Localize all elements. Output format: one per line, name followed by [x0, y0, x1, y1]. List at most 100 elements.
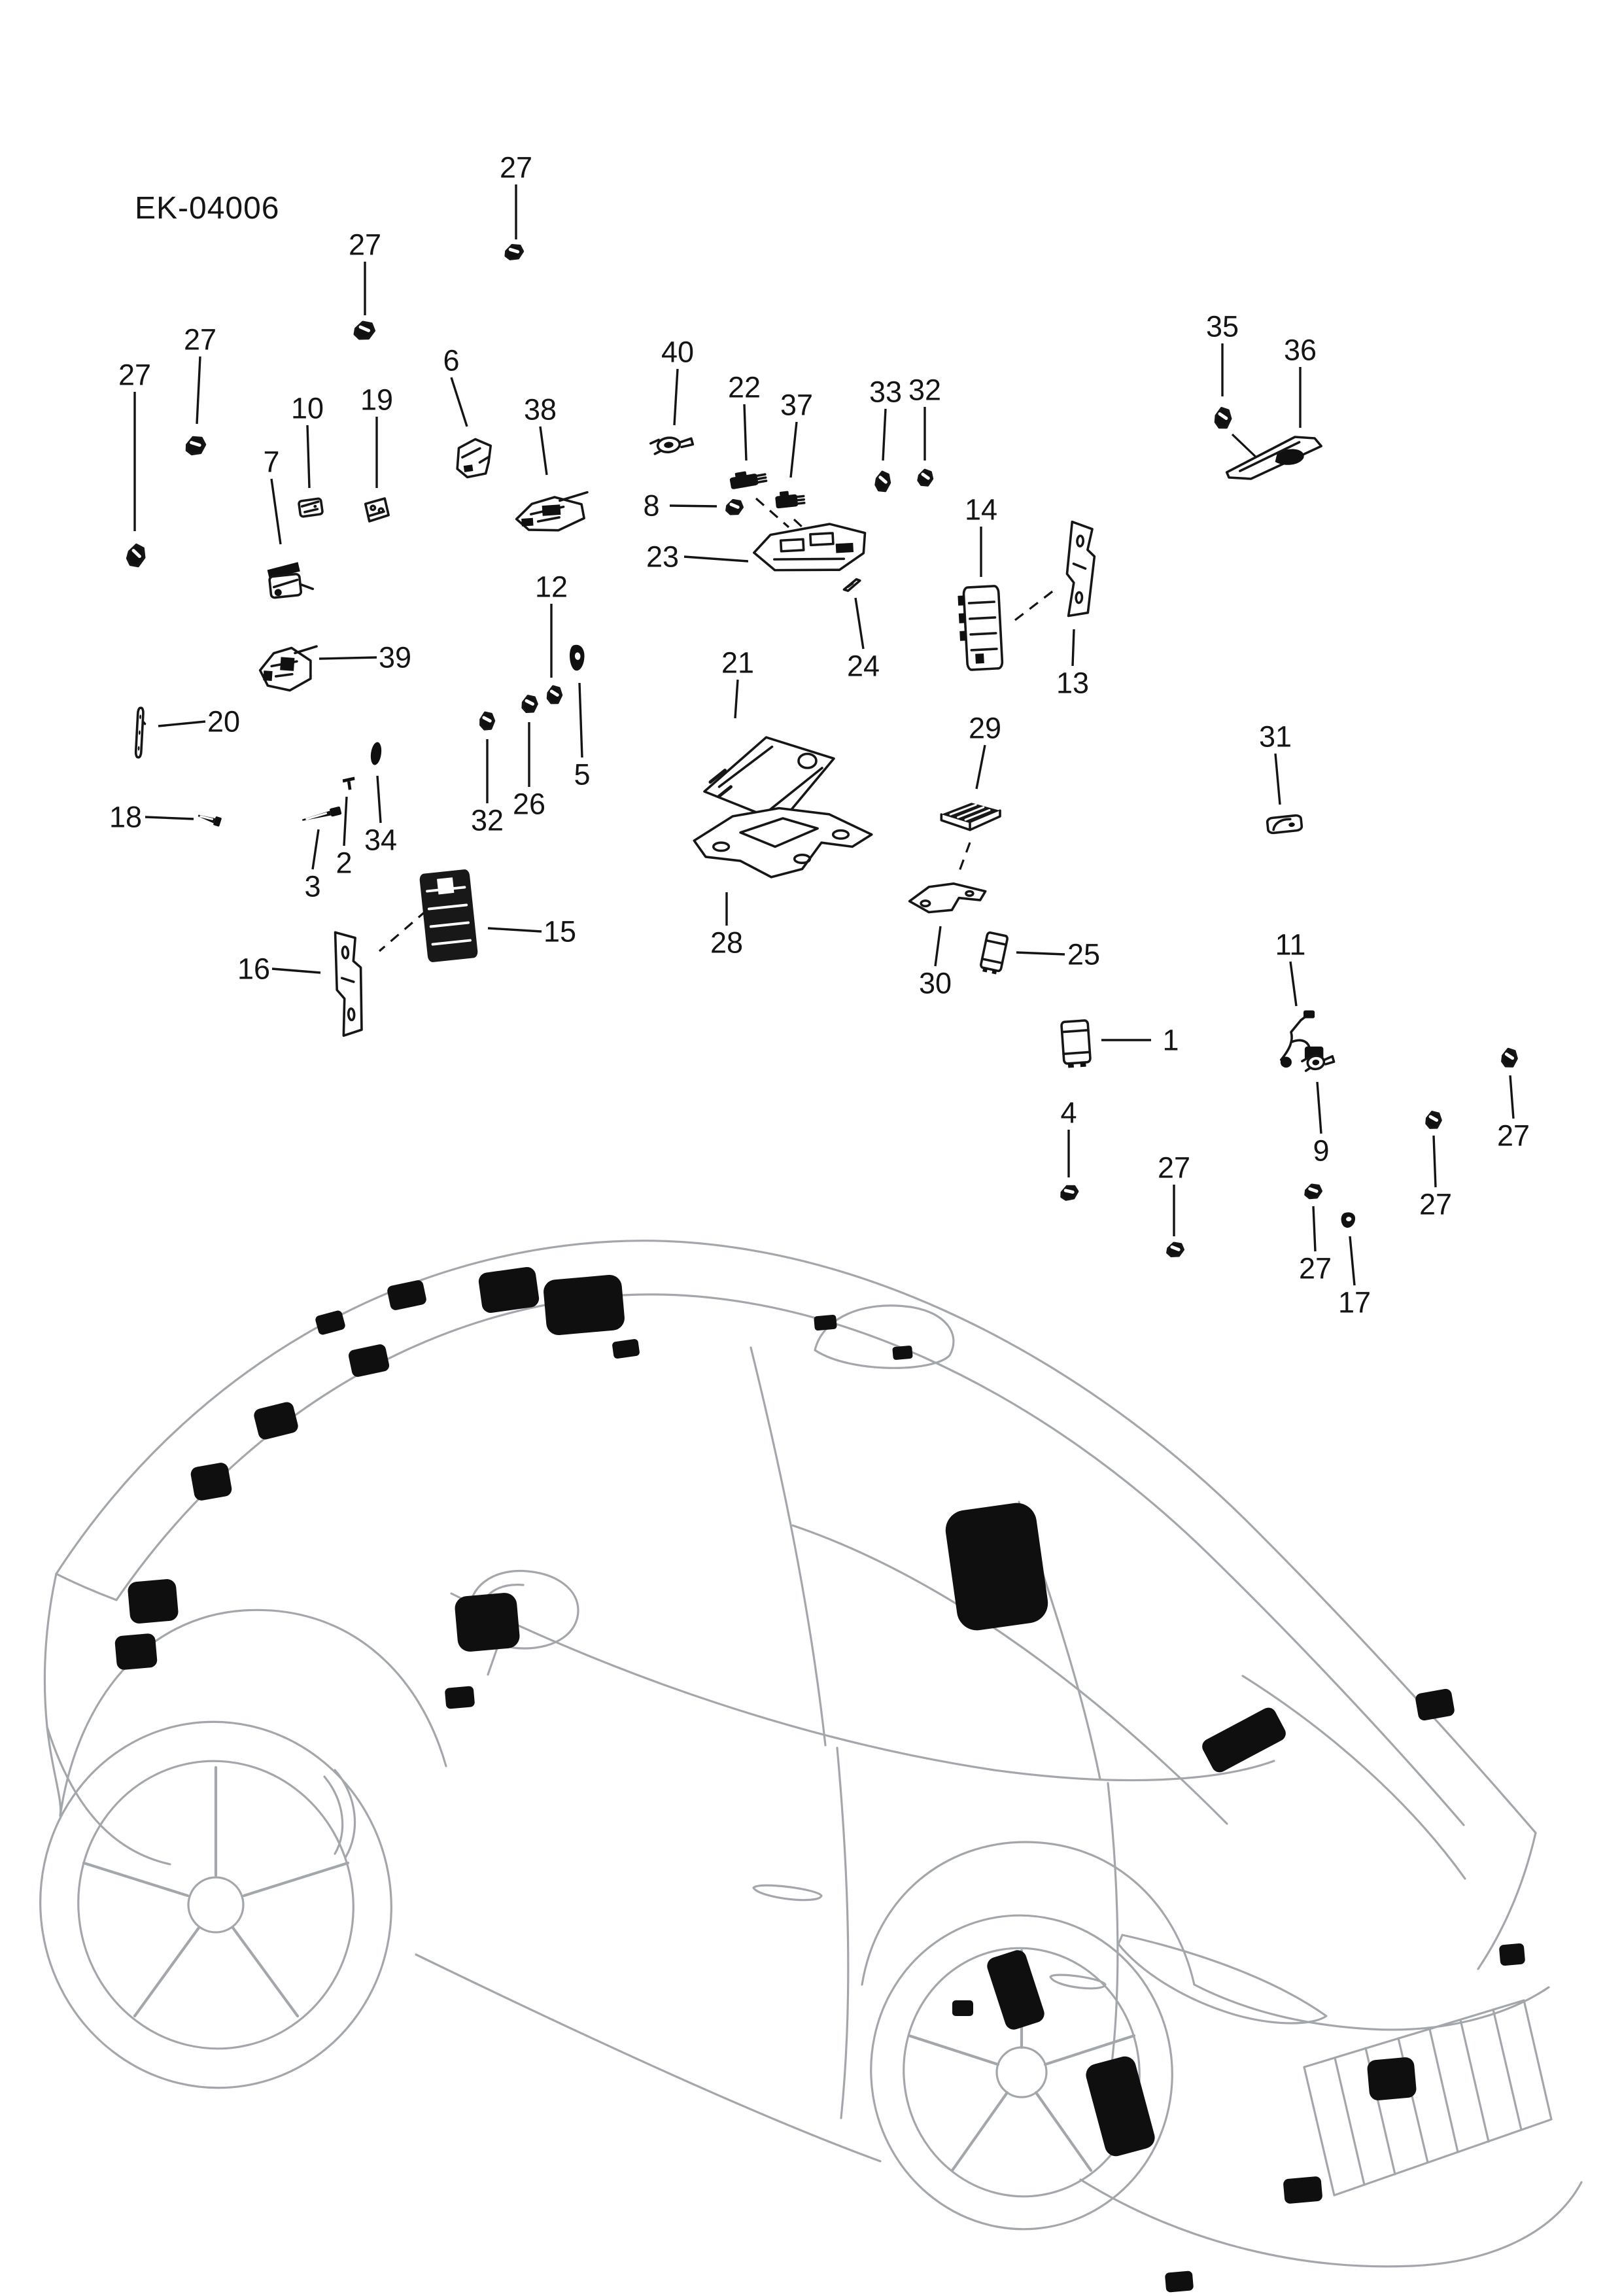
leader-line — [854, 597, 865, 650]
mounted-component — [814, 1314, 837, 1331]
mounted-component — [387, 1280, 426, 1310]
car-roofline — [55, 1240, 1537, 1834]
callout-13: 13 — [1056, 521, 1096, 700]
part-number-label: 37 — [780, 389, 813, 422]
callout-15: 15 — [419, 869, 576, 962]
leader-line — [306, 425, 311, 489]
strip-icon — [135, 708, 146, 757]
bracket-v-icon — [333, 931, 366, 1036]
clip-icon — [876, 472, 889, 491]
mounted-components — [114, 1266, 1525, 2293]
callout-38: 38 — [515, 393, 589, 534]
car-front-face — [43, 1573, 62, 1817]
callout-37: 37 — [775, 389, 813, 509]
part-number-label: 12 — [535, 570, 568, 604]
clip-icon — [1502, 1049, 1517, 1067]
clip-icon — [1166, 1242, 1184, 1257]
part-number-label: 28 — [710, 926, 743, 960]
mirror-icon — [1227, 437, 1321, 479]
leader-line — [539, 426, 548, 476]
part-number-label: 1 — [1162, 1024, 1179, 1057]
connector-icon — [729, 471, 767, 489]
part-number-label: 11 — [1275, 928, 1306, 962]
part-number-label: 9 — [1313, 1134, 1329, 1168]
part-number-label: 39 — [379, 641, 411, 674]
car-diffuser-frame — [1303, 1999, 1553, 2197]
callout-21: 21 — [704, 646, 834, 822]
mounted-component — [945, 1503, 1048, 1631]
callout-8: 8 — [643, 489, 743, 523]
clip-icon — [918, 470, 932, 485]
leader-line — [1432, 1135, 1437, 1188]
leader-line — [196, 356, 201, 425]
mounted-component — [1367, 2057, 1417, 2100]
clip-icon — [1425, 1111, 1441, 1129]
leader-line — [1349, 1236, 1356, 1286]
callout-12: 12 — [535, 570, 568, 704]
assembly-link-line — [1014, 589, 1055, 621]
bracket-lg-icon — [753, 522, 867, 574]
part-number-label: 25 — [1067, 938, 1100, 971]
callout-17: 17 — [1338, 1212, 1371, 1319]
bracket-v-icon — [1065, 521, 1096, 617]
part-number-label: 8 — [643, 489, 659, 523]
callout-25: 25 — [980, 932, 1100, 975]
blade-icon — [843, 579, 861, 591]
part-number-label: 5 — [574, 758, 590, 791]
car-rocker — [415, 1953, 882, 2163]
part-number-label: 27 — [1299, 1252, 1332, 1285]
callout-27: 27 — [349, 228, 381, 340]
part-number-label: 38 — [524, 393, 557, 426]
camera-icon — [650, 435, 693, 454]
part-number-label: 27 — [1158, 1151, 1190, 1185]
mounted-component — [114, 1633, 158, 1670]
clip-icon — [1060, 1184, 1079, 1201]
leader-line — [319, 656, 377, 660]
leader-line — [376, 775, 382, 824]
callout-27: 27 — [118, 358, 151, 567]
assembly-link-line — [958, 842, 971, 873]
part-number-label: 33 — [869, 375, 902, 409]
callout-40: 40 — [650, 336, 694, 455]
part-number-label: 19 — [360, 383, 393, 417]
part-number-label: 27 — [1497, 1119, 1530, 1153]
callout-1: 1 — [1061, 1020, 1179, 1068]
leader-line — [683, 555, 749, 563]
callout-32: 32 — [471, 711, 504, 837]
callout-11: 11 — [1275, 928, 1324, 1068]
clip-icon — [725, 499, 743, 515]
car-rear-bumper-top — [1193, 1983, 1550, 2031]
module-fin-icon — [941, 803, 1000, 829]
part-number-label: 7 — [263, 445, 279, 479]
callout-34: 34 — [364, 742, 397, 857]
clip-icon — [127, 544, 145, 567]
pin-icon — [342, 776, 355, 790]
part-number-label: 4 — [1060, 1096, 1077, 1130]
mounted-component — [445, 1686, 475, 1709]
leader-line — [1316, 1081, 1322, 1134]
oval-icon — [370, 742, 382, 765]
callout-27: 27 — [1158, 1151, 1190, 1257]
callout-20: 20 — [135, 705, 240, 758]
clip-icon — [354, 321, 375, 339]
leader-line — [450, 377, 468, 427]
part-number-label: 27 — [349, 228, 381, 262]
mounted-component — [128, 1579, 179, 1624]
front-wheel — [39, 1720, 392, 2089]
callout-27: 27 — [1299, 1183, 1332, 1285]
leader-line — [734, 679, 739, 719]
screw-icon — [198, 814, 222, 827]
leader-line — [743, 404, 748, 461]
callout-27: 27 — [184, 323, 216, 456]
car-taillight — [1117, 1934, 1328, 2025]
car-rear-door-cut — [1107, 1782, 1119, 2075]
clip-icon — [521, 695, 538, 713]
part-number-label: 10 — [291, 392, 324, 425]
mounted-component — [612, 1339, 640, 1359]
connector-icon — [775, 491, 804, 509]
callout-27: 27 — [1419, 1111, 1452, 1221]
assembly-icon — [259, 642, 317, 692]
mounted-component — [348, 1344, 390, 1377]
grommet-icon — [1341, 1212, 1356, 1228]
module-sm-icon — [980, 932, 1008, 975]
